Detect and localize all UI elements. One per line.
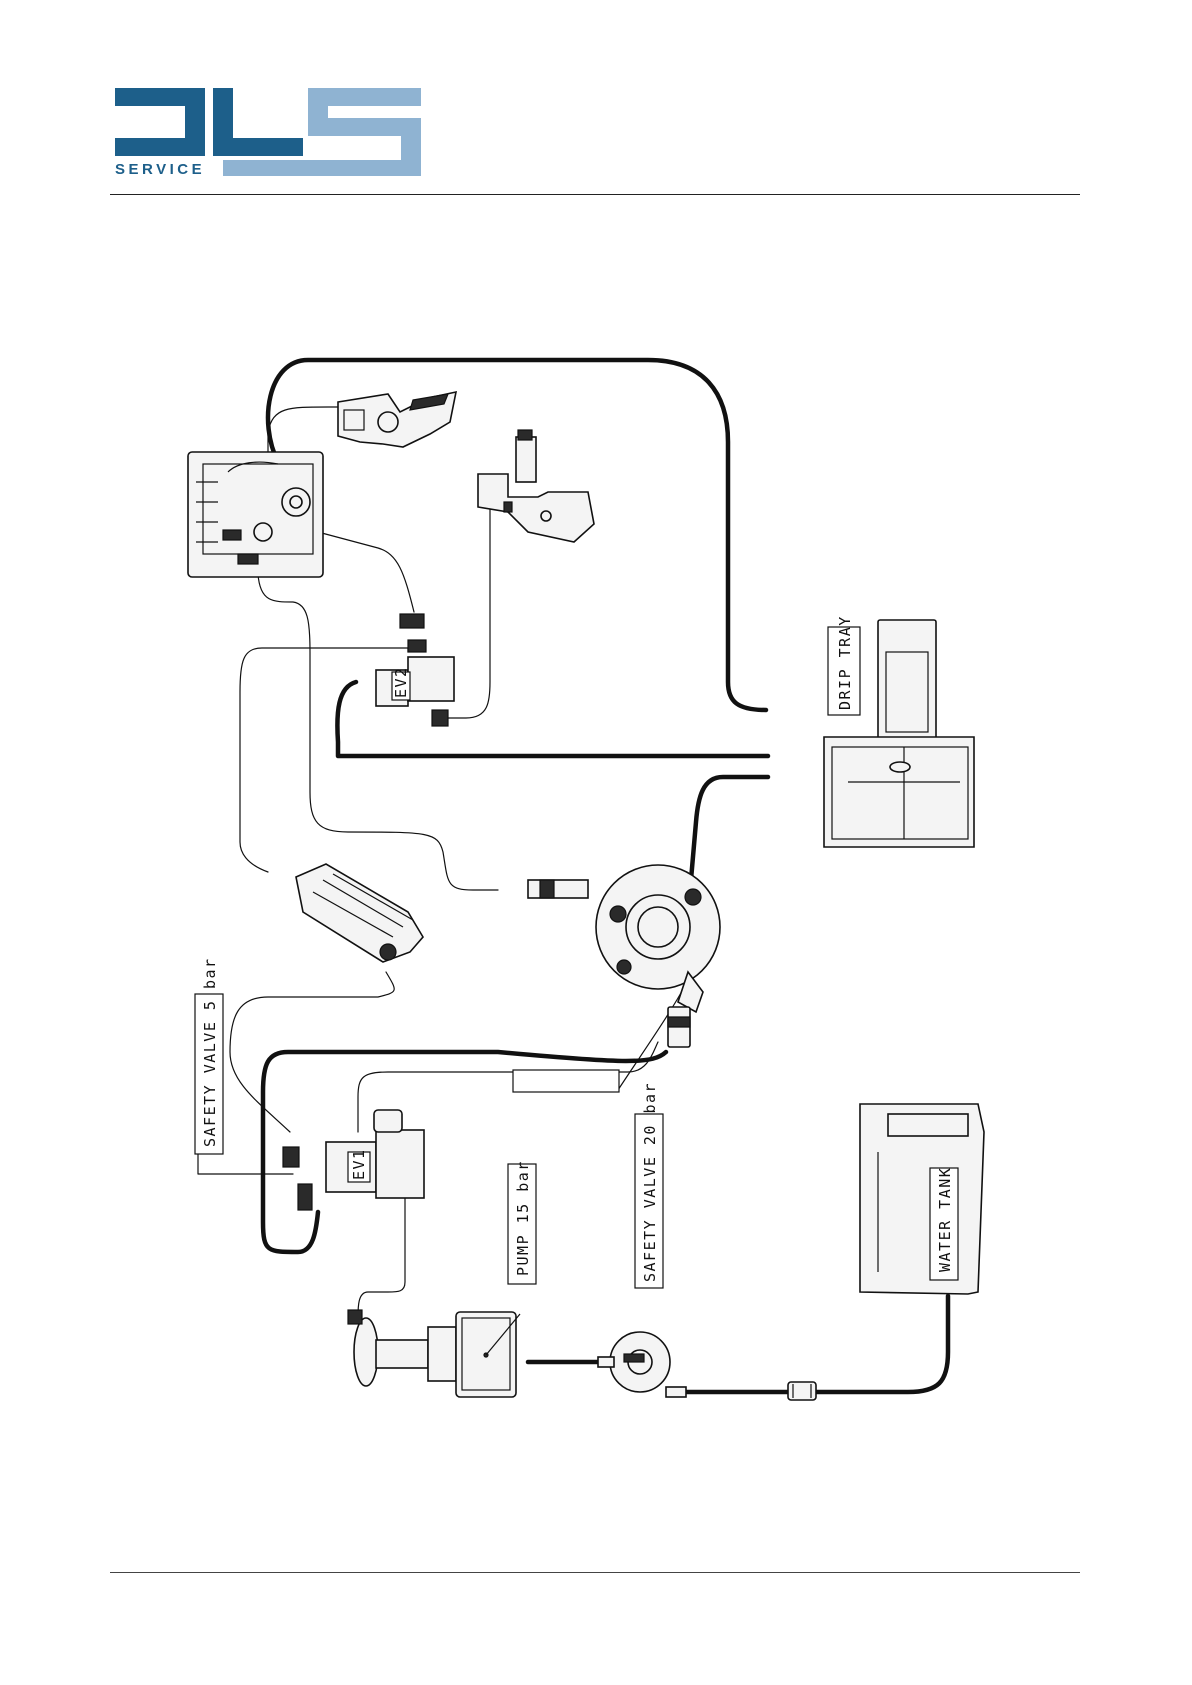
drip-tray: DRIP TRAY: [824, 615, 974, 847]
ev2-label: EV2: [392, 666, 410, 698]
logo-letter-d: [115, 88, 205, 156]
footer-rule: [110, 1572, 1080, 1573]
flowmeter: [598, 1332, 686, 1397]
heater-block: [188, 452, 323, 577]
hydraulic-diagram: EV2 DRIP TRAY: [148, 352, 1002, 1438]
thermoblock: [528, 865, 720, 1012]
safety-valve-5-label: SAFETY VALVE 5 bar: [201, 957, 219, 1147]
ev1-label: EV1: [350, 1148, 368, 1180]
inline-filter: [788, 1382, 816, 1400]
pump-15-bar: [348, 1310, 520, 1397]
drip-tray-label: DRIP TRAY: [836, 615, 854, 710]
safety-valve-20-fitting: [668, 1007, 690, 1047]
restrictor-tube: [513, 1070, 619, 1092]
dispenser-assembly: [478, 430, 594, 542]
dls-service-logo: SERVICE: [113, 86, 423, 178]
tube-boiler-return: [258, 574, 498, 890]
ev2-solenoid-valve: EV2: [376, 614, 454, 726]
header-rule: [110, 194, 1080, 195]
water-tank: WATER TANK: [860, 1104, 984, 1294]
logo-letter-l: [213, 88, 303, 156]
ev1-solenoid-valve: EV1: [283, 1110, 424, 1210]
tube-tank-to-flowmeter: [668, 1296, 948, 1392]
logo-letter-s: [223, 88, 421, 176]
pump-label: PUMP 15 bar: [514, 1160, 532, 1276]
brew-drive-unit: [338, 392, 456, 447]
grinder-motor: [296, 864, 423, 962]
water-tank-label: WATER TANK: [936, 1167, 954, 1272]
logo-subtext: SERVICE: [115, 161, 205, 178]
safety-valve-20-label: SAFETY VALVE 20 bar: [641, 1082, 659, 1282]
tube-heater-to-ev2: [318, 532, 414, 612]
